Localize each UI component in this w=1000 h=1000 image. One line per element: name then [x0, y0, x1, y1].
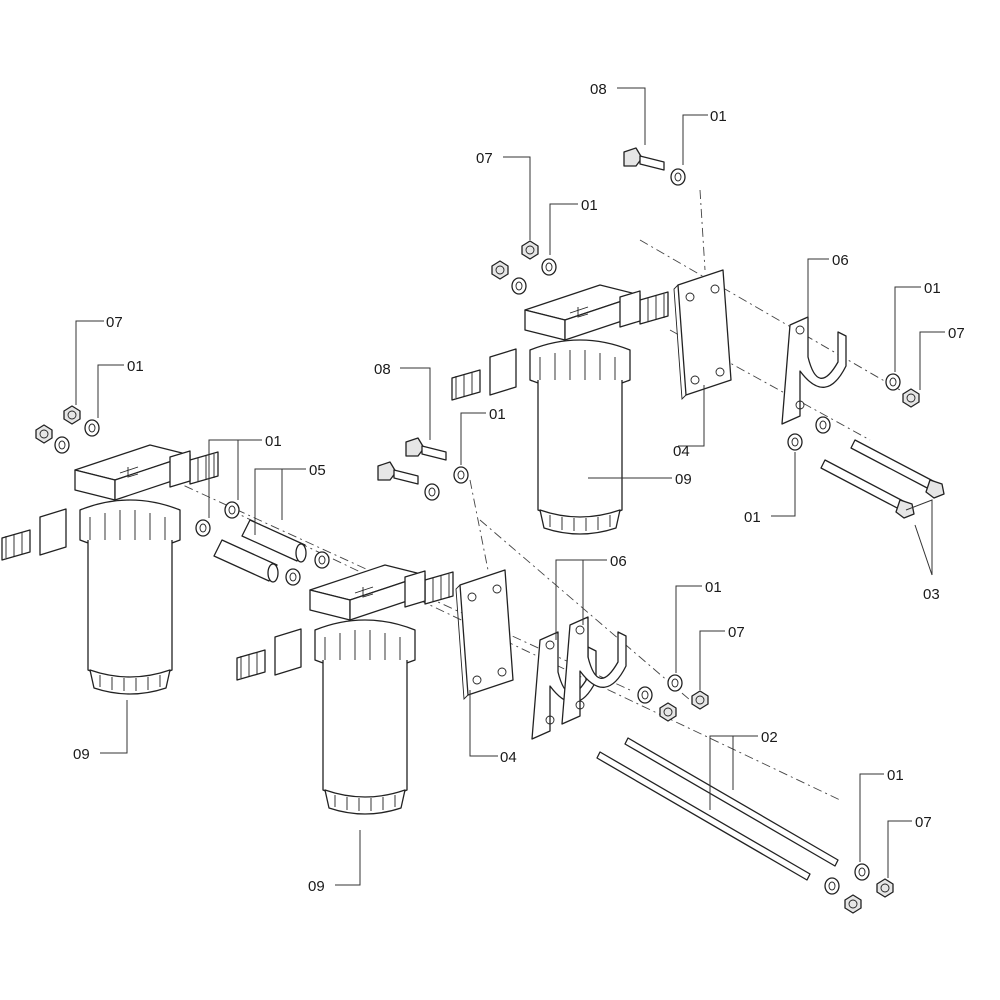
callout-08-top: 08: [590, 81, 607, 98]
callout-09-right: 09: [675, 471, 692, 488]
callout-01-right: 01: [924, 280, 941, 297]
washer: [54, 168, 901, 895]
callout-01-top: 01: [710, 108, 727, 125]
callout-01-bottom: 01: [887, 767, 904, 784]
callout-03: 03: [923, 586, 940, 603]
filter-unit-center: [236, 564, 454, 815]
long-bolt-a: [850, 439, 945, 499]
callout-07-right: 07: [948, 325, 965, 342]
callout-07-a: 07: [476, 150, 493, 167]
u-bracket-upper: [781, 316, 847, 425]
long-bolt-b: [820, 459, 915, 519]
callout-07-mid: 07: [728, 624, 745, 641]
callout-08-mid: 08: [374, 361, 391, 378]
callout-09-bottom: 09: [308, 878, 325, 895]
filter-unit-upper-right: [451, 284, 669, 535]
hex-bolt-mid-b: [377, 461, 419, 485]
callout-01-mid: 01: [489, 406, 506, 423]
callout-02: 02: [761, 729, 778, 746]
threaded-rod-a: [624, 737, 839, 867]
mounting-plate-upper: [673, 269, 732, 401]
callout-01-a: 01: [581, 197, 598, 214]
u-bracket-lower-a: [531, 631, 597, 740]
callout-07-bottom: 07: [915, 814, 932, 831]
callout-01-mid2: 01: [265, 433, 282, 450]
hex-bolt-mid-a: [405, 437, 447, 461]
mounting-plate-lower: [455, 569, 514, 701]
spacer-tube-a: [241, 519, 307, 563]
hex-bolt-top: [623, 147, 665, 171]
filter-unit-left: [1, 444, 219, 695]
callout-06-mid: 06: [610, 553, 627, 570]
callout-labels: 08 01 07 01 06 01 07 07 01 08 01 01 05 0…: [73, 81, 965, 895]
callout-01-left: 01: [127, 358, 144, 375]
callout-01-mid3: 01: [705, 579, 722, 596]
leader-lines: [75, 87, 945, 886]
callout-04-mid: 04: [500, 749, 517, 766]
callout-04-right: 04: [673, 443, 690, 460]
u-bracket-lower-b: [561, 616, 627, 725]
callout-06-right: 06: [832, 252, 849, 269]
threaded-rod-b: [596, 751, 811, 881]
callout-01-bolts: 01: [744, 509, 761, 526]
callout-07-left: 07: [106, 314, 123, 331]
spacer-tube-b: [213, 539, 279, 583]
callout-09-left: 09: [73, 746, 90, 763]
callout-05: 05: [309, 462, 326, 479]
